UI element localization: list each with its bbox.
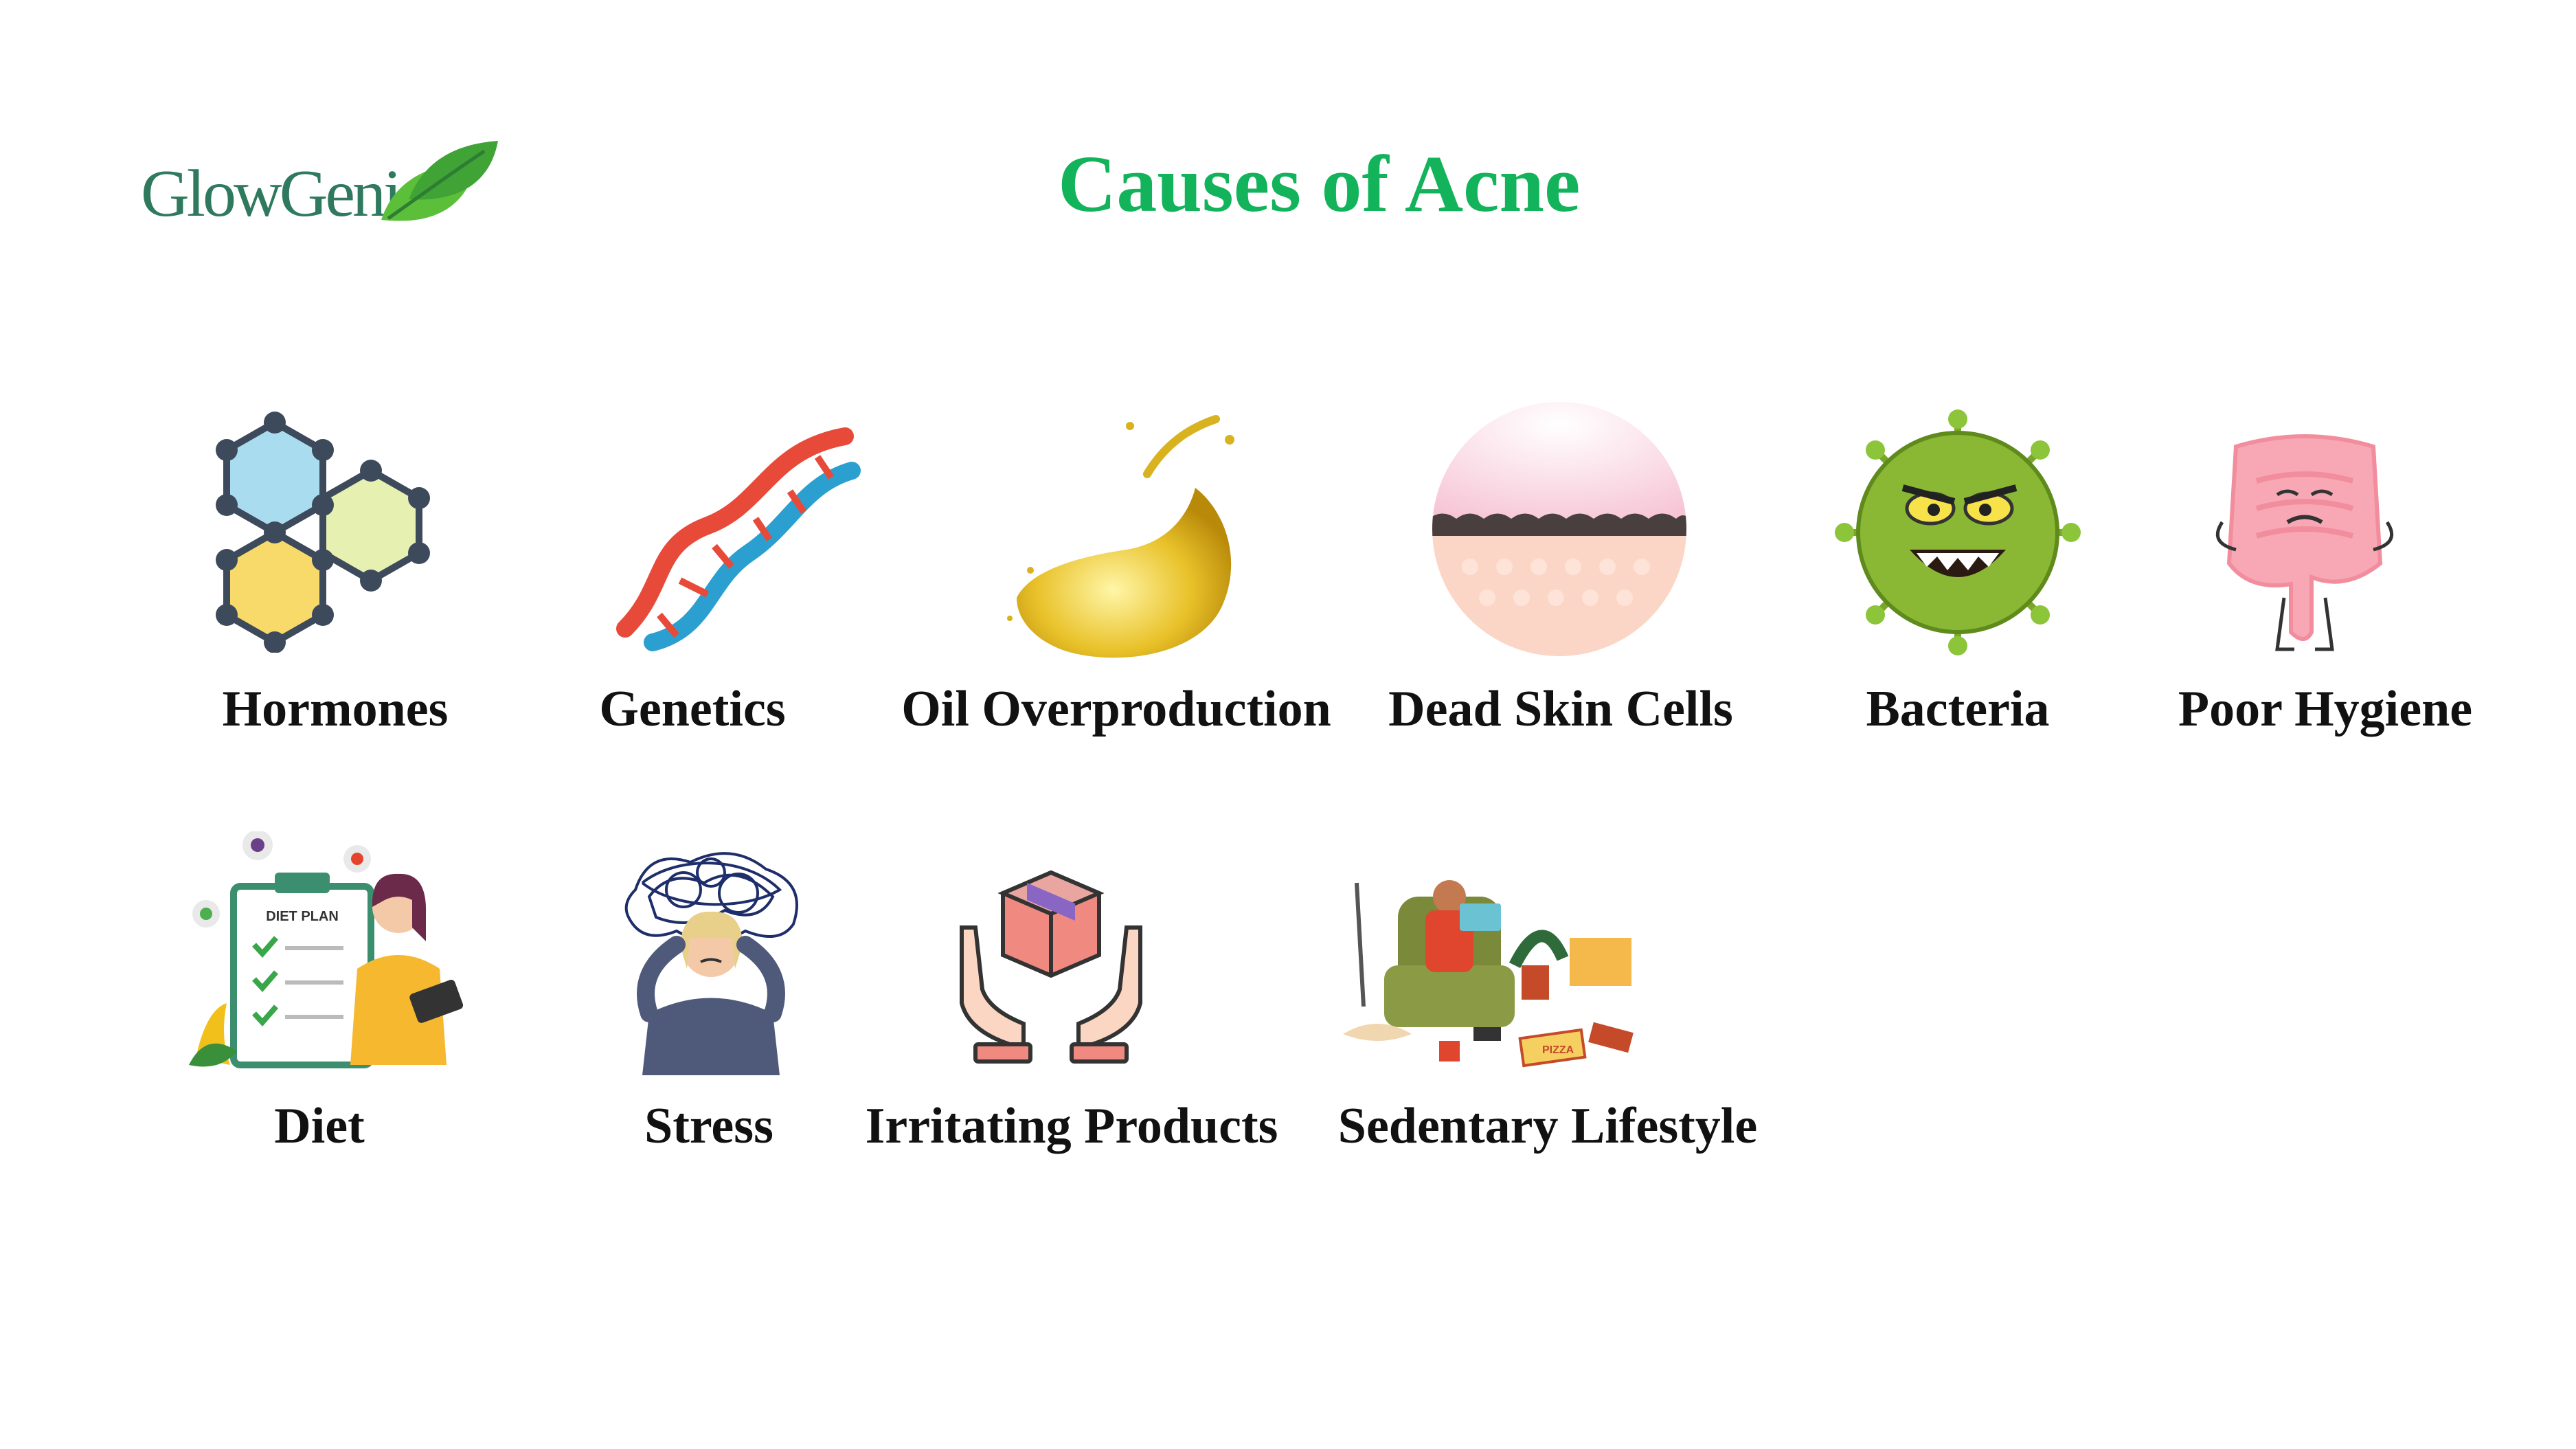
brand-logo: GlowGenie [141, 137, 498, 240]
bacteria-icon [1827, 405, 2088, 660]
cause-label-stress: Stress [644, 1098, 773, 1154]
cause-label-diet: Diet [274, 1098, 365, 1154]
cause-label-poor-hygiene: Poor Hygiene [2178, 681, 2473, 737]
skin-layer-icon [1429, 398, 1690, 660]
diet-plan-icon: DIET PLAN [185, 831, 488, 1072]
cause-label-oil-overproduction: Oil Overproduction [901, 681, 1331, 737]
logo-text: GlowGenie [141, 157, 429, 231]
cause-label-sedentary-lifestyle: Sedentary Lifestyle [1337, 1098, 1758, 1154]
hexagon-molecule-icon [206, 405, 440, 653]
sad-intestine-icon [2208, 419, 2401, 660]
oil-splash-icon [989, 398, 1264, 673]
dna-icon [611, 409, 866, 656]
cause-label-hormones: Hormones [222, 681, 449, 737]
cause-label-genetics: Genetics [599, 681, 786, 737]
stressed-person-icon [608, 842, 814, 1075]
leaf-icon [381, 141, 498, 221]
cause-label-dead-skin-cells: Dead Skin Cells [1388, 681, 1733, 737]
pizza-box-text: PIZZA [1542, 1044, 1574, 1056]
cause-label-irritating-products: Irritating Products [865, 1098, 1278, 1154]
page-title: Causes of Acne [1058, 139, 1581, 229]
messy-room-icon: PIZZA [1336, 869, 1652, 1075]
cause-label-bacteria: Bacteria [1866, 681, 2050, 737]
hands-box-icon [948, 866, 1154, 1072]
diet-plan-text: DIET PLAN [266, 909, 339, 924]
